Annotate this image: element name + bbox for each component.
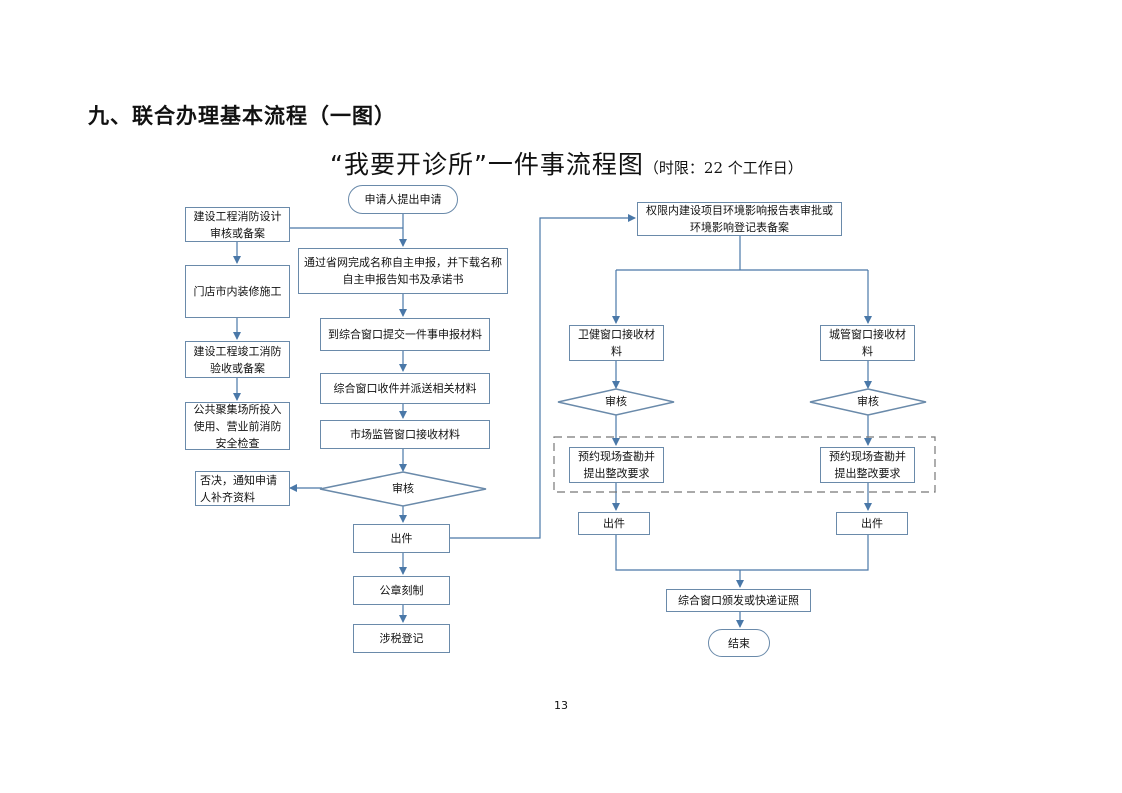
- node-market-receive: 市场监管窗口接收材料: [320, 420, 490, 449]
- node-review-health: 审核: [605, 395, 627, 408]
- node-public-safety: 公共聚集场所投入使用、营业前消防安全检查: [185, 402, 290, 450]
- node-dispatch: 综合窗口收件并派送相关材料: [320, 373, 490, 404]
- node-license-main: 出件: [353, 524, 450, 553]
- node-issue: 综合窗口颁发或快递证照: [666, 589, 811, 612]
- node-seal: 公章刻制: [353, 576, 450, 605]
- title-time-limit: （时限：22 个工作日）: [643, 159, 803, 177]
- node-store-decoration: 门店市内装修施工: [185, 265, 290, 318]
- node-fire-acceptance: 建设工程竣工消防验收或备案: [185, 341, 290, 378]
- node-online-name: 通过省网完成名称自主申报，并下载名称自主申报告知书及承诺书: [298, 248, 508, 294]
- node-reject: 否决，通知申请人补齐资料: [195, 471, 290, 506]
- node-submit-materials: 到综合窗口提交一件事申报材料: [320, 318, 490, 351]
- inspection-group-frame: [553, 436, 936, 493]
- flowchart-title: “我要开诊所”一件事流程图（时限：22 个工作日）: [330, 145, 803, 181]
- node-health-receive: 卫健窗口接收材料: [569, 325, 664, 361]
- node-license-health: 出件: [578, 512, 650, 535]
- node-inspect-health: 预约现场查勘并提出整改要求: [569, 447, 664, 483]
- review-urban-diamond: [809, 388, 927, 416]
- node-urban-receive: 城管窗口接收材料: [820, 325, 915, 361]
- page-number: 13: [554, 699, 568, 712]
- node-fire-design: 建设工程消防设计审核或备案: [185, 207, 290, 242]
- node-review-main: 审核: [392, 482, 414, 495]
- review-main-diamond: [319, 471, 487, 507]
- node-tax: 涉税登记: [353, 624, 450, 653]
- node-inspect-urban: 预约现场查勘并提出整改要求: [820, 447, 915, 483]
- node-end: 结束: [708, 629, 770, 657]
- title-main: “我要开诊所”一件事流程图: [330, 150, 644, 179]
- node-start: 申请人提出申请: [348, 185, 458, 214]
- node-license-urban: 出件: [836, 512, 908, 535]
- section-heading: 九、联合办理基本流程（一图）: [88, 104, 396, 128]
- node-review-urban: 审核: [857, 395, 879, 408]
- node-env-approval: 权限内建设项目环境影响报告表审批或环境影响登记表备案: [637, 202, 842, 236]
- review-health-diamond: [557, 388, 675, 416]
